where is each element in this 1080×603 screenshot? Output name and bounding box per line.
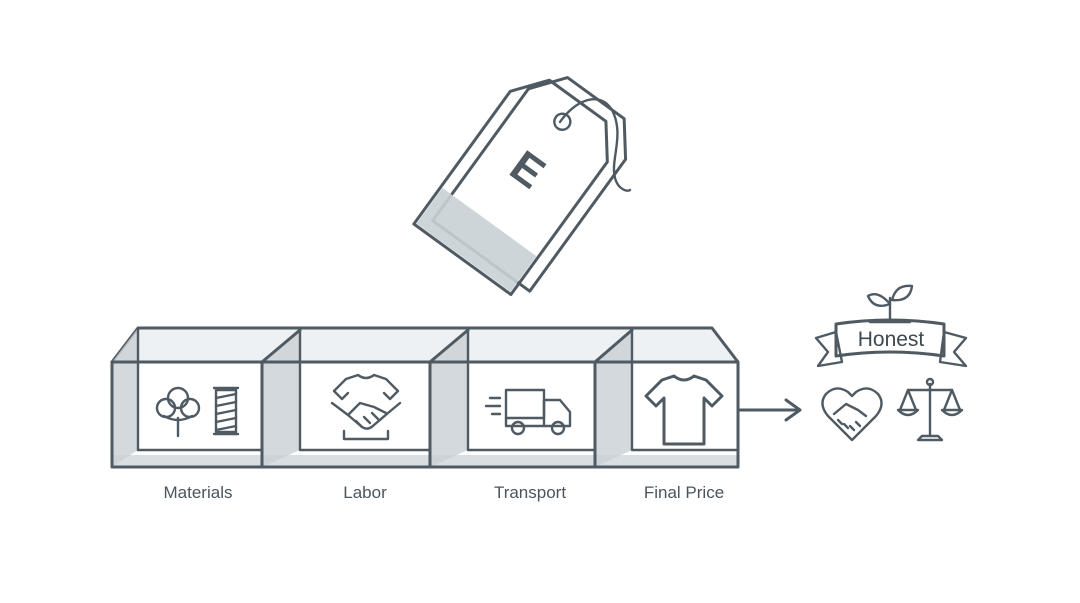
stage-label-final-price: Final Price (644, 483, 724, 502)
box-final-price (593, 328, 740, 469)
stage-label-transport: Transport (494, 483, 566, 502)
tag-letter: E (501, 141, 554, 198)
tshirt-handshake-icon (330, 373, 402, 441)
price-tag-icon: E (412, 76, 632, 297)
delivery-truck-icon (484, 388, 572, 436)
stage-label-labor: Labor (343, 483, 387, 502)
honest-label: Honest (858, 328, 925, 351)
sprout-icon (866, 284, 914, 324)
honest-outcome: Honest (814, 284, 968, 442)
box-transport (428, 328, 597, 469)
thread-spool-icon (212, 386, 240, 436)
balance-scale-icon (896, 377, 964, 442)
arrow-right-icon (738, 398, 802, 422)
honest-banner: Honest (814, 318, 968, 368)
tshirt-icon (644, 374, 724, 446)
cost-boxes (110, 326, 740, 469)
heart-handshake-icon (821, 387, 883, 442)
cotton-boll-icon (155, 386, 201, 438)
stage-label-materials: Materials (164, 483, 233, 502)
